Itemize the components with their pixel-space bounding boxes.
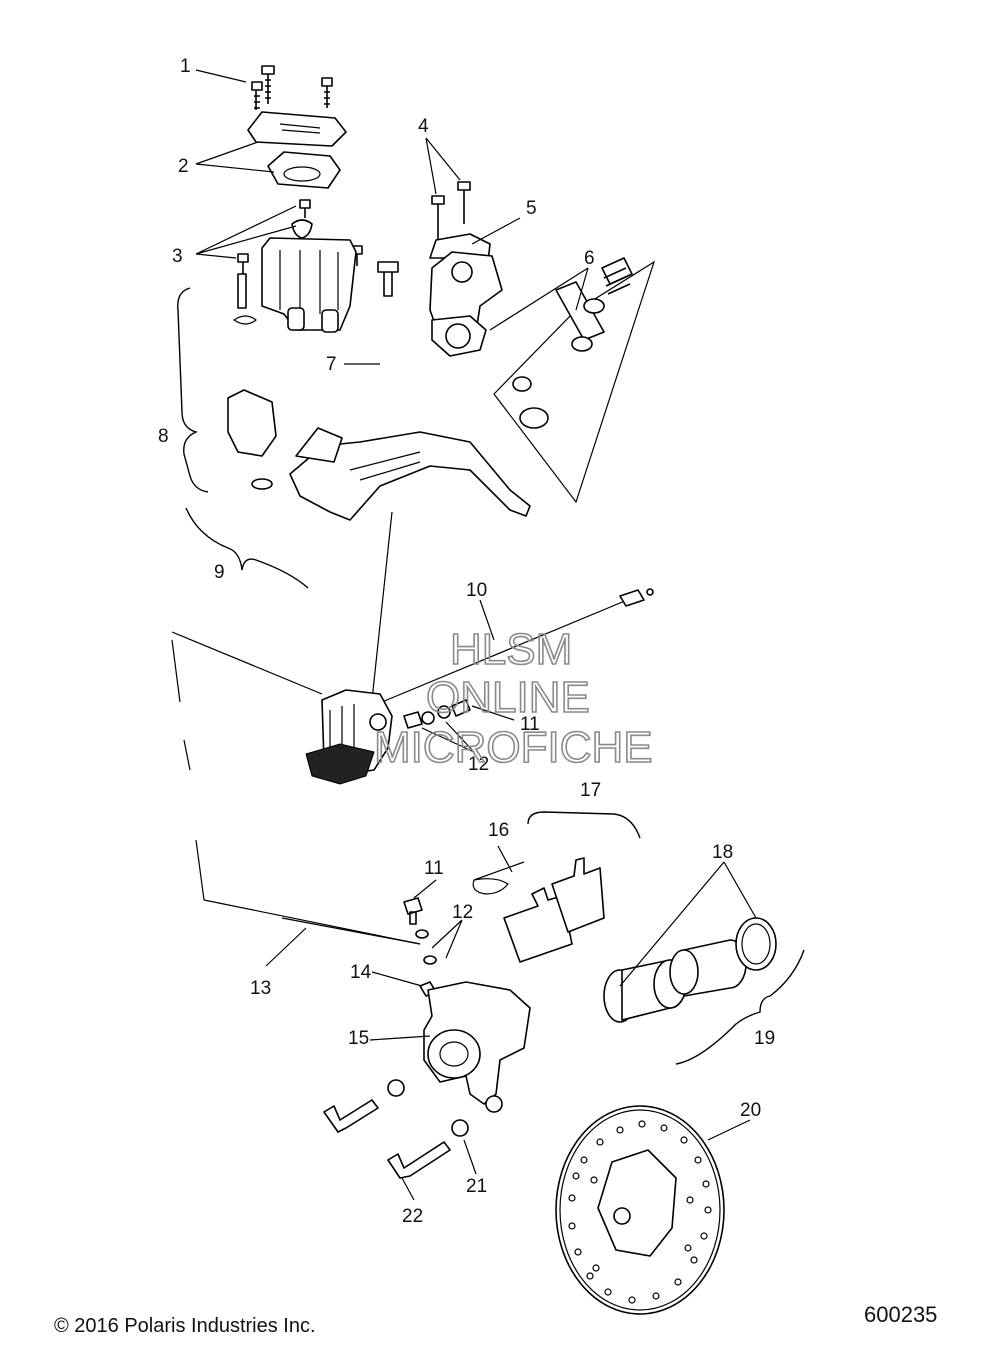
rear-caliper (423, 981, 531, 1113)
banjo-fitting (403, 699, 471, 729)
callout-6: 6 (584, 248, 595, 269)
callout-13: 13 (250, 978, 271, 999)
callout-1: 1 (180, 56, 191, 77)
caliper-pistons (603, 917, 777, 1023)
braces (177, 287, 805, 1065)
brake-lever (289, 427, 531, 521)
watermark-line-2: ONLINE (426, 673, 590, 722)
callout-22: 22 (402, 1206, 423, 1227)
figure-number: 600235 (864, 1302, 937, 1327)
banjo-bolt-lower (403, 897, 437, 965)
brake-pads (503, 857, 605, 963)
piston-kit-frame (493, 260, 656, 504)
callout-15: 15 (348, 1028, 369, 1049)
callout-19: 19 (754, 1028, 775, 1049)
callout-10: 10 (466, 580, 487, 601)
sensor-wire (381, 588, 654, 703)
callout-2: 2 (178, 156, 189, 177)
cover-screws (251, 65, 333, 110)
callout-12a: 12 (468, 754, 489, 775)
mounting-bolts (323, 1079, 469, 1179)
callout-14: 14 (350, 962, 372, 983)
callout-4: 4 (418, 116, 429, 137)
callout-11a: 11 (520, 714, 540, 735)
disc-holes (568, 1120, 712, 1304)
callout-5: 5 (526, 198, 537, 219)
callout-16: 16 (488, 820, 509, 841)
pivot-bolt (377, 261, 399, 297)
leader-lines (195, 69, 757, 1201)
brake-hose-lines (171, 511, 421, 945)
callout-20: 20 (740, 1100, 761, 1121)
brake-disc (555, 1105, 725, 1315)
clamp-bolts (431, 181, 471, 240)
callout-9: 9 (214, 562, 225, 583)
callout-18: 18 (712, 842, 733, 863)
master-cylinder (261, 237, 357, 333)
callout-11b: 11 (424, 858, 444, 879)
callout-12b: 12 (452, 902, 473, 923)
piston-kit (512, 257, 633, 429)
diaphragm (267, 151, 341, 189)
callout-3: 3 (172, 246, 183, 267)
lever-housing (429, 251, 503, 357)
copyright-notice: © 2016 Polaris Industries Inc. (54, 1315, 316, 1337)
watermark: HLSM ONLINE MICROFICHE (373, 624, 653, 773)
master-cylinder-screws (237, 199, 363, 274)
watermark-line-1: HLSM (450, 625, 572, 674)
lever-switch-kit (227, 273, 277, 490)
callout-7: 7 (326, 354, 337, 375)
mid-caliper (305, 689, 393, 785)
callout-numbers: 1 2 3 4 5 6 7 8 9 10 11 12 17 16 18 11 1… (158, 56, 775, 1227)
callout-21: 21 (466, 1176, 487, 1197)
pad-pin-clip (472, 861, 525, 895)
watermark-line-3: MICROFICHE (374, 723, 653, 772)
callout-8: 8 (158, 426, 169, 447)
reservoir-cover (247, 111, 347, 147)
callout-17: 17 (580, 780, 601, 801)
